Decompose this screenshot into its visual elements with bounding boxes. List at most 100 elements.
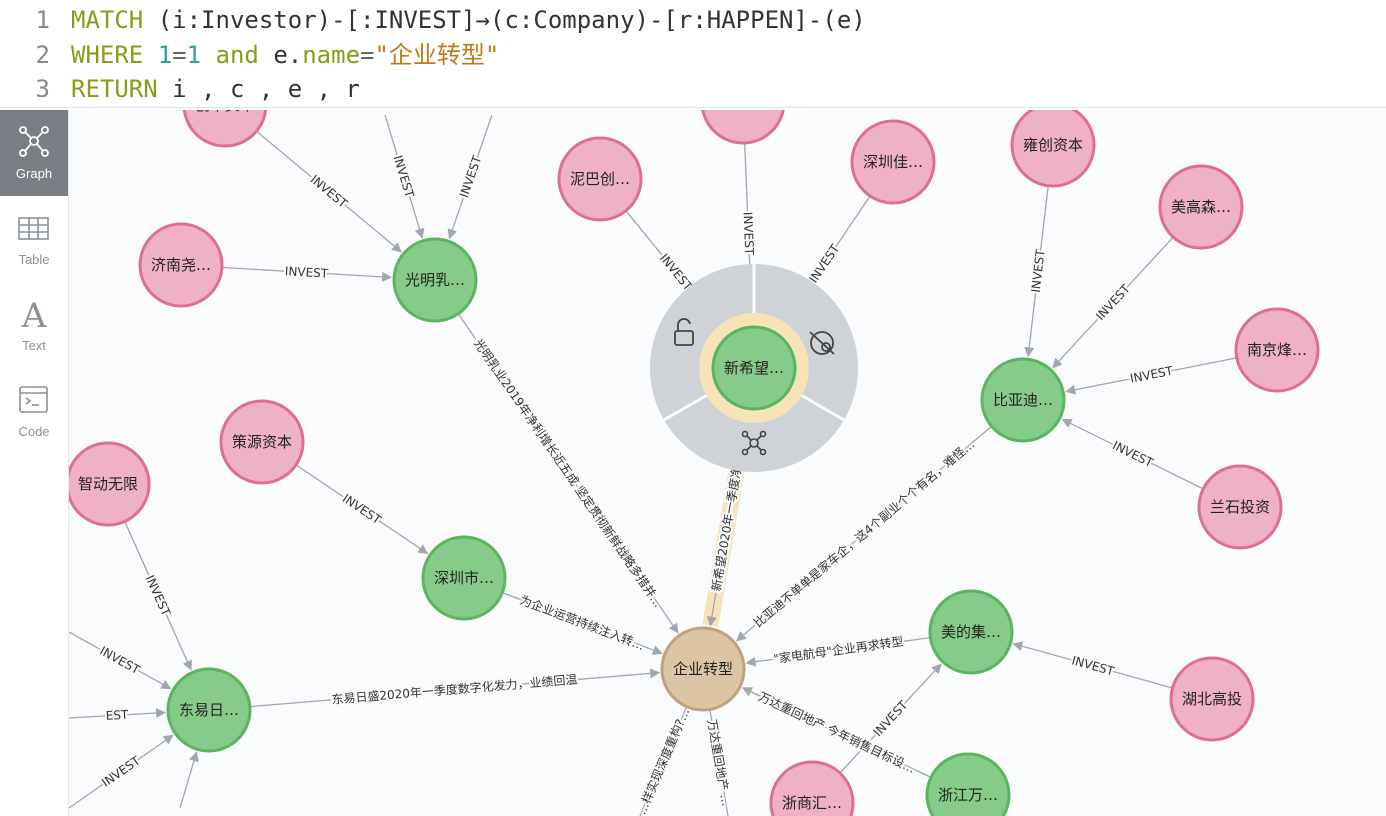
code-token: "企业转型" bbox=[374, 40, 500, 69]
edge-label: INVEST bbox=[1029, 248, 1048, 293]
node-label: 新希望… bbox=[724, 359, 784, 377]
graph-node-investor[interactable]: 南京烽… bbox=[1234, 307, 1320, 393]
sidebar-item-label: Text bbox=[22, 338, 46, 353]
relationship-edge[interactable]: INVEST bbox=[1065, 357, 1237, 395]
graph-node-company[interactable]: 美的集… bbox=[928, 589, 1014, 675]
relationship-edge[interactable]: INVEST bbox=[384, 114, 425, 239]
hide-node-icon[interactable] bbox=[809, 331, 835, 355]
graph-node-company[interactable]: 深圳市… bbox=[421, 535, 507, 621]
relationship-edge[interactable]: INVEST bbox=[1012, 641, 1173, 689]
graph-node-investor[interactable]: 智动无限 bbox=[69, 441, 151, 527]
node-label: 深圳市… bbox=[434, 569, 494, 587]
graph-icon bbox=[19, 126, 49, 157]
relationship-edge[interactable]: INVEST bbox=[221, 262, 393, 283]
node-label: 雍创资本 bbox=[1023, 136, 1083, 154]
code-token: MATCH bbox=[71, 6, 144, 34]
relationship-edge[interactable]: …样实现深度重构?… bbox=[632, 704, 694, 816]
relationship-edge[interactable]: 东易日盛2020年一季度数字化发力，业绩回温 bbox=[249, 668, 661, 709]
node-label: 泥巴创… bbox=[570, 170, 630, 188]
graph-node-investor[interactable]: 美高森… bbox=[1158, 164, 1244, 250]
view-sidebar: Graph Table A Text Code bbox=[0, 110, 69, 816]
sidebar-item-label: Table bbox=[18, 252, 50, 267]
edge-label: INVEST bbox=[457, 153, 485, 199]
code-token: (i:Investor)-[:INVEST]→(c:Company)-[r:HA… bbox=[143, 6, 866, 34]
node-label: 兰石投资 bbox=[1210, 498, 1270, 516]
node-label: 光明乳… bbox=[405, 271, 465, 289]
graph-node-investor[interactable]: 济南尧… bbox=[138, 222, 224, 308]
edge-label: INVEST bbox=[1110, 438, 1156, 470]
edge-label: INVEST bbox=[871, 698, 911, 740]
graph-node-company[interactable]: 浙江万… bbox=[925, 752, 1011, 816]
unlock-icon[interactable] bbox=[674, 318, 694, 346]
table-icon bbox=[18, 217, 49, 240]
relationship-edge[interactable]: EST bbox=[69, 706, 167, 725]
edge-label: INVEST bbox=[97, 644, 142, 678]
sidebar-item-label: Graph bbox=[15, 166, 53, 181]
relationship-edge[interactable]: INVEST bbox=[1024, 185, 1050, 358]
sidebar-item-graph[interactable]: Graph bbox=[0, 110, 68, 196]
relationship-edge[interactable]: INVEST bbox=[124, 521, 192, 671]
edge-label: INVEST bbox=[340, 491, 384, 527]
node-label: 深圳佳… bbox=[863, 153, 923, 171]
sidebar-item-code[interactable]: Code bbox=[0, 368, 68, 454]
text-icon: A bbox=[21, 296, 47, 332]
graph-node-investor[interactable]: 泥巴创… bbox=[557, 136, 643, 222]
edge-label: 为企业运营持续注入转… bbox=[518, 592, 647, 653]
node-label: 浙商汇… bbox=[782, 794, 842, 812]
code-token: i , c , e , r bbox=[157, 75, 360, 103]
expand-graph-icon[interactable] bbox=[741, 430, 767, 456]
code-token: WHERE bbox=[71, 40, 144, 69]
graph-node-investor[interactable]: 浙商汇… bbox=[769, 760, 855, 816]
graph-node-company[interactable]: 光明乳… bbox=[392, 237, 478, 323]
line-number: 3 bbox=[35, 75, 50, 103]
code-token: 1 bbox=[157, 40, 173, 69]
relationship-edge[interactable]: INVEST bbox=[69, 631, 172, 690]
edge-label: "家电航母"企业再求转型 bbox=[772, 633, 904, 666]
relationship-edge[interactable]: INVEST bbox=[69, 734, 174, 809]
graph-node-company[interactable]: 新希望… bbox=[711, 325, 797, 411]
edge-label: INVEST bbox=[1070, 653, 1116, 678]
code-token bbox=[143, 41, 157, 69]
relationship-edge[interactable]: INVEST bbox=[1052, 236, 1174, 369]
graph-node-investor[interactable]: 深圳佳… bbox=[850, 119, 936, 205]
edge-label: INVEST bbox=[99, 753, 143, 790]
query-editor[interactable]: 1 MATCH (i:Investor)-[:INVEST]→(c:Company… bbox=[0, 0, 1386, 108]
sidebar-item-text[interactable]: A Text bbox=[0, 282, 68, 368]
graph-node-investor[interactable]: 湖北高投 bbox=[1169, 656, 1255, 742]
line-number: 2 bbox=[35, 40, 50, 69]
graph-node-investor[interactable]: 策源资本 bbox=[219, 399, 305, 485]
graph-node-company[interactable]: 东易日… bbox=[166, 667, 252, 753]
code-line[interactable]: 3 RETURN i , c , e , r bbox=[0, 72, 360, 106]
edge-label: 万达重回地产 … bbox=[705, 718, 734, 807]
relationship-edge[interactable]: INVEST bbox=[447, 114, 493, 240]
node-label: 浙江万… bbox=[938, 786, 998, 804]
relationship-edge[interactable] bbox=[179, 751, 199, 809]
code-token: = bbox=[172, 40, 187, 69]
graph-node-investor[interactable]: 雍创资本 bbox=[1010, 110, 1096, 188]
sidebar-item-table[interactable]: Table bbox=[0, 196, 68, 282]
relationship-edge[interactable]: INVEST bbox=[1061, 418, 1204, 490]
edge-label: INVEST bbox=[1129, 364, 1175, 386]
sidebar-item-label: Code bbox=[18, 424, 50, 439]
graph-node-investor[interactable]: 兰石投资 bbox=[1197, 464, 1283, 550]
node-label: 美高森… bbox=[1171, 198, 1231, 216]
code-token: name bbox=[302, 40, 361, 69]
relationship-edge[interactable]: 万达重回地产 … bbox=[703, 709, 735, 816]
edge-label: INVEST bbox=[1093, 281, 1133, 323]
relationship-edge[interactable]: INVEST bbox=[256, 130, 402, 253]
graph-node-company[interactable]: 比亚迪… bbox=[980, 357, 1066, 443]
code-token: RETURN bbox=[71, 75, 158, 103]
node-label: 创丰资本 bbox=[195, 110, 255, 114]
relationship-edge[interactable]: INVEST bbox=[295, 464, 429, 554]
graph-node-event[interactable]: 企业转型 bbox=[660, 626, 746, 712]
graph-node-investor[interactable]: 创丰资本 bbox=[182, 110, 268, 148]
graph-node-investor[interactable] bbox=[701, 110, 785, 145]
node-label: 南京烽… bbox=[1247, 341, 1307, 359]
relationship-edge[interactable]: 为企业运营持续注入转… bbox=[502, 590, 663, 655]
relationship-edge[interactable]: "家电航母"企业再求转型 bbox=[745, 631, 931, 668]
